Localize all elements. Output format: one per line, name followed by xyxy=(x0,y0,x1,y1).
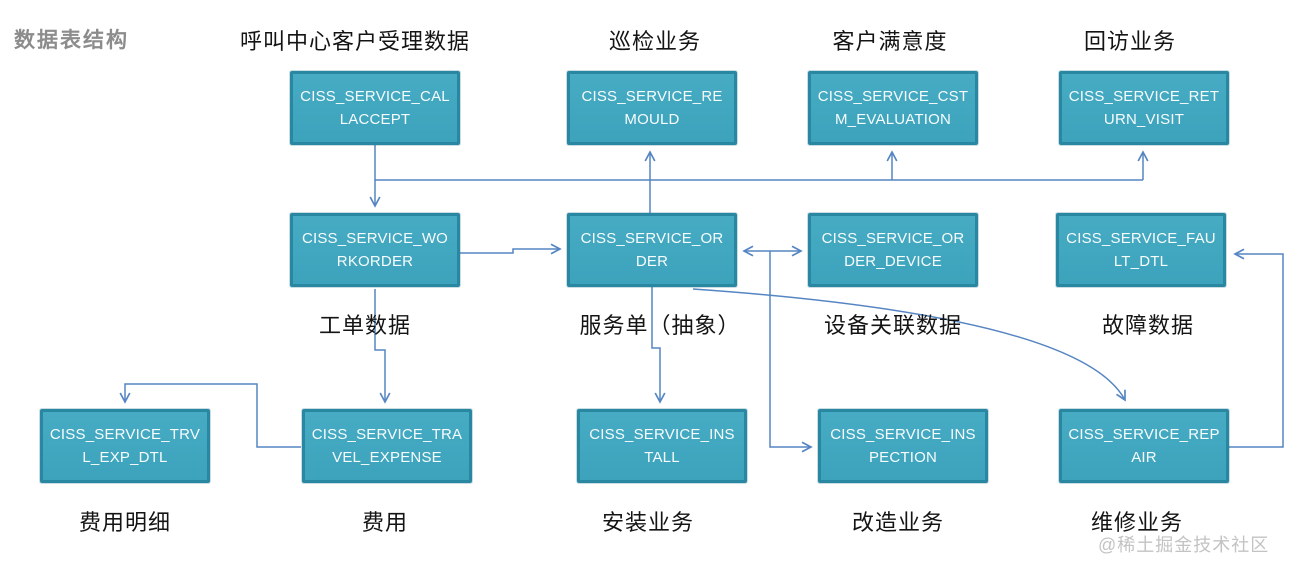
edge-workorder-order xyxy=(460,243,562,255)
section-label-callaccept: 呼叫中心客户受理数据 xyxy=(239,29,471,54)
table-node-repair: CISS_SERVICE_REPAIR xyxy=(1059,409,1229,483)
watermark: @稀土掘金技术社区 xyxy=(1098,535,1270,555)
section-label-remould: 巡检业务 xyxy=(608,29,702,54)
table-node-workorder: CISS_SERVICE_WORKORDER xyxy=(290,213,460,287)
section-label-trvl-exp-dtl: 费用明细 xyxy=(78,510,172,535)
section-label-workorder: 工单数据 xyxy=(318,313,412,338)
table-node-install: CISS_SERVICE_INSTALL xyxy=(577,409,747,483)
table-node-return-visit: CISS_SERVICE_RETURN_VISIT xyxy=(1059,71,1229,145)
section-label-inspection: 改造业务 xyxy=(851,510,945,535)
table-node-trvl-exp-dtl: CISS_SERVICE_TRVL_EXP_DTL xyxy=(40,409,210,483)
section-label-repair: 维修业务 xyxy=(1090,510,1184,535)
section-label-fault-dtl: 故障数据 xyxy=(1101,313,1195,338)
edge-order-inspection xyxy=(769,251,813,453)
table-node-order-device: CISS_SERVICE_ORDER_DEVICE xyxy=(808,213,978,287)
section-label-return-visit: 回访业务 xyxy=(1083,29,1177,54)
section-label-travel-expense: 费用 xyxy=(361,510,409,535)
table-node-order: CISS_SERVICE_ORDER xyxy=(567,213,737,287)
table-node-cstm-evaluation: CISS_SERVICE_CSTM_EVALUATION xyxy=(808,71,978,145)
edge-order-install xyxy=(651,287,666,404)
table-node-remould: CISS_SERVICE_REMOULD xyxy=(567,71,737,145)
section-label-order-device: 设备关联数据 xyxy=(823,313,963,338)
table-node-callaccept: CISS_SERVICE_CALLACCEPT xyxy=(290,71,460,145)
section-label-order: 服务单（抽象） xyxy=(579,313,741,338)
table-node-travel-expense: CISS_SERVICE_TRAVEL_EXPENSE xyxy=(302,409,472,483)
table-node-inspection: CISS_SERVICE_INSPECTION xyxy=(818,409,988,483)
edge-order-repair-curve xyxy=(692,288,1126,402)
edge-workorder-travel-expense xyxy=(374,289,391,404)
page-title: 数据表结构 xyxy=(14,29,129,52)
section-label-cstm-evaluation: 客户满意度 xyxy=(832,29,948,54)
table-node-fault-dtl: CISS_SERVICE_FAULT_DTL xyxy=(1056,213,1226,287)
edge-repair-fault-dtl xyxy=(1229,248,1284,448)
section-label-install: 安装业务 xyxy=(601,510,695,535)
